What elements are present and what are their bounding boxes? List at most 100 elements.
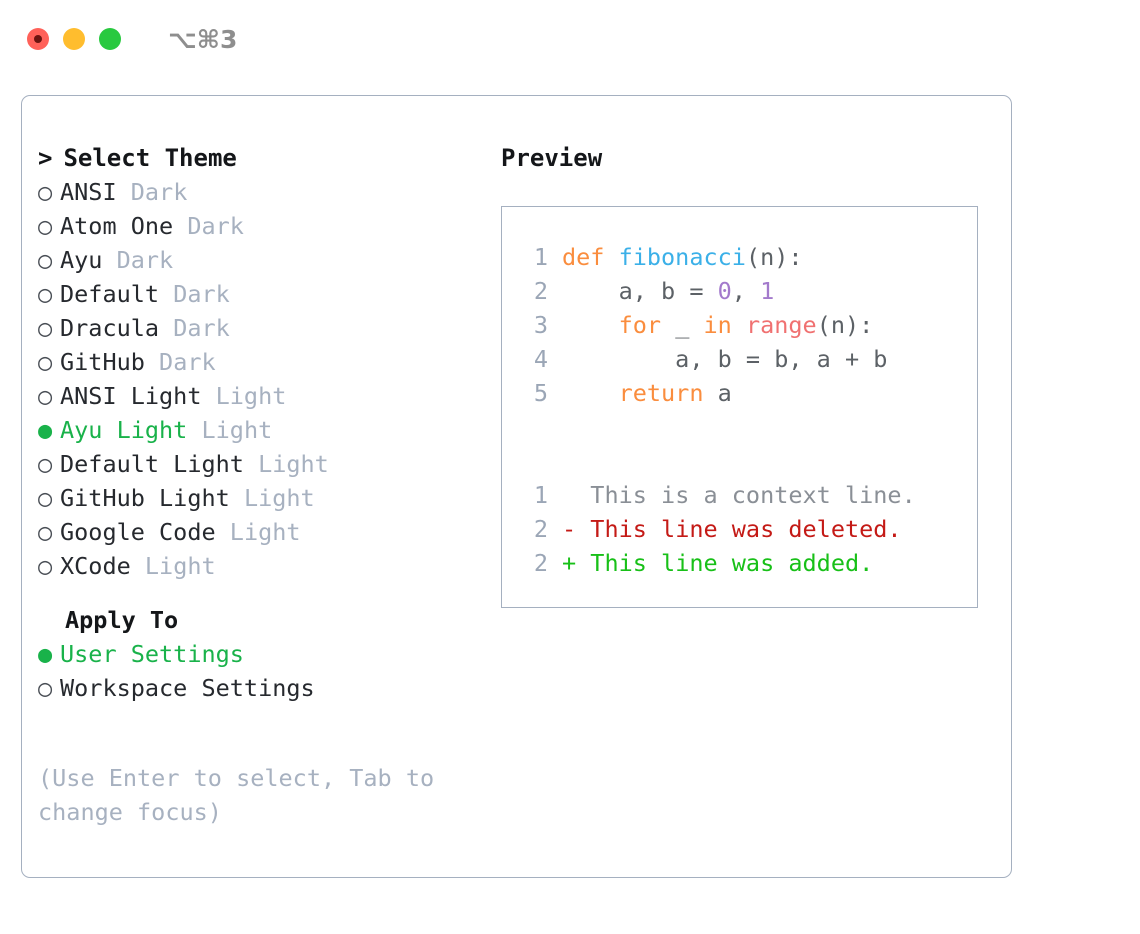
code-line: 3 for _ in range(n):: [502, 311, 977, 345]
theme-option-atom-one[interactable]: ○Atom One Dark: [38, 212, 478, 246]
theme-variant-tag: Light: [258, 450, 329, 478]
theme-option-label: Dracula: [60, 314, 160, 342]
theme-variant-tag: Light: [243, 484, 315, 512]
spacer: [159, 280, 173, 308]
code-line-content: a, b = 0, 1: [562, 277, 775, 305]
diff-marker: [562, 481, 576, 509]
diff-line-number: 2: [533, 515, 548, 543]
radio-selected-icon: ●: [38, 640, 53, 668]
code-line-number: 2: [533, 277, 548, 305]
apply-to-option-user-settings[interactable]: ●User Settings: [38, 640, 478, 674]
code-spacer: [502, 413, 977, 447]
code-token-pl: [732, 311, 746, 339]
code-line-content: for _ in range(n):: [562, 311, 874, 339]
code-line-number: 4: [533, 345, 548, 373]
theme-option-ansi-light[interactable]: ○ANSI Light Light: [38, 382, 478, 416]
spacer: [102, 246, 116, 274]
theme-option-label: Atom One: [60, 212, 174, 240]
theme-option-google-code[interactable]: ○Google Code Light: [38, 518, 478, 552]
radio-unselected-icon: ○: [38, 314, 53, 342]
theme-option-default-light[interactable]: ○Default Light Light: [38, 450, 478, 484]
spacer: [145, 348, 159, 376]
code-token-pl: (n):: [816, 311, 874, 339]
apply-to-heading-label: Apply To: [65, 606, 179, 634]
select-theme-heading: > Select Theme: [38, 144, 478, 178]
radio-unselected-icon: ○: [38, 212, 53, 240]
keyboard-hint-text: (Use Enter to select, Tab to change focu…: [38, 764, 435, 826]
spacer: [173, 212, 187, 240]
code-token-kw: for: [618, 311, 662, 339]
code-token-num: 0: [717, 277, 732, 305]
theme-picker-dialog: >Select Theme ○ANSI Dark○Atom One Dark○A…: [21, 95, 1012, 878]
theme-option-xcode[interactable]: ○XCode Light: [38, 552, 478, 586]
theme-option-label: GitHub: [60, 348, 145, 376]
apply-to-option-list: ●User Settings○Workspace Settings: [38, 640, 478, 708]
diff-line-text: This line was added.: [576, 549, 874, 577]
radio-unselected-icon: ○: [38, 178, 53, 206]
theme-variant-tag: Dark: [130, 178, 188, 206]
theme-variant-tag: Dark: [159, 348, 216, 376]
diff-marker: +: [562, 549, 577, 577]
code-token-pl: a: [703, 379, 732, 407]
theme-option-label: ANSI: [60, 178, 117, 206]
code-spacer-2: [502, 447, 977, 481]
diff-line-number: 2: [533, 549, 548, 577]
theme-variant-tag: Light: [201, 416, 273, 444]
theme-option-label: ANSI Light: [60, 382, 202, 410]
theme-option-default[interactable]: ○Default Dark: [38, 280, 478, 314]
theme-variant-tag: Dark: [173, 280, 230, 308]
radio-unselected-icon: ○: [38, 552, 53, 580]
apply-to-option-label: User Settings: [60, 640, 244, 668]
code-line-content: def fibonacci(n):: [562, 243, 803, 271]
code-token-num: 1: [760, 277, 775, 305]
code-token-pl: ,: [731, 277, 761, 305]
diff-line-del: 2- This line was deleted.: [502, 515, 977, 549]
theme-option-label: Ayu: [60, 246, 103, 274]
maximize-button[interactable]: [99, 28, 121, 50]
spacer: [159, 314, 173, 342]
theme-option-dracula[interactable]: ○Dracula Dark: [38, 314, 478, 348]
theme-option-label: Ayu Light: [60, 416, 188, 444]
caret-icon: >: [38, 144, 53, 172]
theme-option-label: GitHub Light: [60, 484, 230, 512]
theme-variant-tag: Dark: [173, 314, 230, 342]
theme-option-ayu[interactable]: ○Ayu Dark: [38, 246, 478, 280]
theme-variant-tag: Light: [144, 552, 216, 580]
code-token-pl: _: [661, 311, 704, 339]
theme-variant-tag: Light: [215, 382, 287, 410]
code-line: 4 a, b = b, a + b: [502, 345, 977, 379]
window-titlebar: ⌥⌘3: [0, 0, 1140, 78]
diff-line-add: 2 + This line was added.: [502, 549, 977, 583]
preview-title: Preview: [501, 144, 603, 172]
code-token-pl: [562, 379, 619, 407]
theme-option-label: Default: [60, 280, 160, 308]
code-token-kw: def: [562, 243, 619, 271]
theme-option-github[interactable]: ○GitHub Dark: [38, 348, 478, 382]
minimize-button[interactable]: [63, 28, 85, 50]
select-theme-heading-label: Select Theme: [63, 144, 237, 172]
diff-sample: 1 This is a context line.2- This line wa…: [502, 481, 977, 583]
radio-unselected-icon: ○: [38, 518, 53, 546]
diff-line-ctx: 1 This is a context line.: [502, 481, 977, 515]
theme-option-ansi[interactable]: ○ANSI Dark: [38, 178, 478, 212]
theme-option-label: Default Light: [60, 450, 244, 478]
keyboard-shortcut-label: ⌥⌘3: [168, 24, 238, 54]
radio-selected-icon: ●: [38, 416, 53, 444]
radio-unselected-icon: ○: [38, 382, 53, 410]
code-line-number: 3: [533, 311, 548, 339]
spacer: [230, 484, 244, 512]
apply-to-heading: Apply To: [38, 606, 478, 640]
theme-option-github-light[interactable]: ○GitHub Light Light: [38, 484, 478, 518]
diff-line-text: This line was deleted.: [576, 515, 902, 543]
code-token-pl: a, b = b, a + b: [562, 345, 888, 373]
theme-option-ayu-light[interactable]: ●Ayu Light Light: [38, 416, 478, 450]
spacer: [131, 552, 145, 580]
radio-unselected-icon: ○: [38, 450, 53, 478]
code-token-pl: a, b =: [562, 277, 718, 305]
close-button[interactable]: [27, 28, 49, 50]
apply-to-option-workspace-settings[interactable]: ○Workspace Settings: [38, 674, 478, 708]
radio-unselected-icon: ○: [38, 246, 53, 274]
spacer: [216, 518, 230, 546]
